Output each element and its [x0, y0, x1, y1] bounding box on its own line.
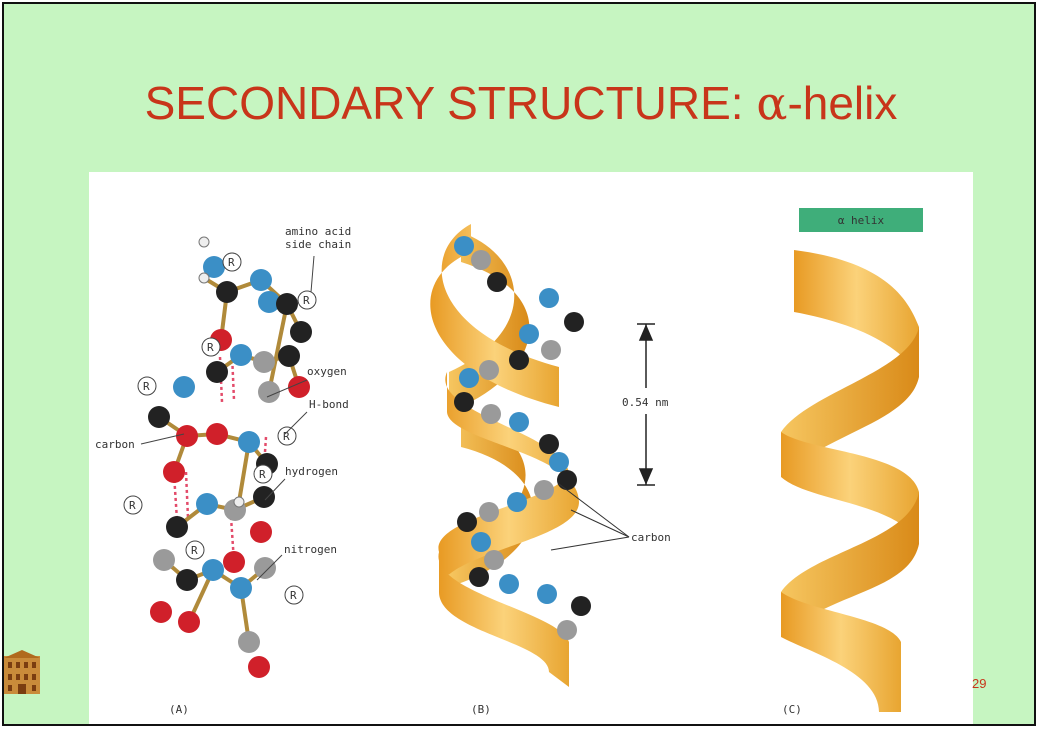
panel-c-ribbon: α helix (C) — [781, 208, 923, 716]
label-carbon-a: carbon — [95, 438, 135, 451]
panel-a-molecule: R R R R R R R R R — [95, 225, 351, 716]
atoms — [148, 236, 312, 678]
r-label: R — [129, 499, 136, 512]
title-main: SECONDARY STRUCTURE: — [144, 77, 757, 129]
page-number: 29 — [972, 676, 987, 691]
caption-a: (A) — [169, 703, 189, 716]
r-label: R — [143, 380, 150, 393]
c-ribbon-4 — [781, 492, 919, 637]
r-label: R — [283, 430, 290, 443]
label-oxygen: oxygen — [307, 365, 347, 378]
r-label: R — [191, 544, 198, 557]
label-side-chain: side chain — [285, 238, 351, 251]
alpha-helix-box — [799, 208, 923, 232]
c-ribbon-1 — [794, 250, 919, 377]
r-label: R — [207, 341, 214, 354]
alpha-helix-figure: R R R R R R R R R — [89, 172, 973, 724]
carbon-leaders — [550, 483, 630, 551]
pitch-marker — [637, 323, 655, 486]
c-ribbon-2 — [781, 327, 919, 477]
label-h-bond: H-bond — [309, 398, 349, 411]
slide-title: SECONDARY STRUCTURE: α-helix — [4, 76, 1034, 130]
panel-b-ribbon: 0.54 nm carbon (B) — [430, 224, 671, 716]
leader-lines — [140, 255, 315, 581]
caption-b: (B) — [471, 703, 491, 716]
label-hydrogen: hydrogen — [285, 465, 338, 478]
r-label: R — [259, 468, 266, 481]
ribbon-front-3 — [438, 552, 569, 687]
university-building-icon — [4, 650, 40, 694]
title-rest: -helix — [787, 77, 898, 129]
r-badges: R R R R R R R R R — [123, 252, 317, 605]
r-label: R — [228, 256, 235, 269]
label-carbon-b: carbon — [631, 531, 671, 544]
r-label: R — [303, 294, 310, 307]
label-amino-acid: amino acid — [285, 225, 351, 238]
label-nitrogen: nitrogen — [284, 543, 337, 556]
label-alpha-helix: α helix — [838, 214, 885, 227]
figure-svg: R R R R R R R R R — [95, 208, 923, 716]
c-ribbon-5 — [781, 592, 901, 712]
label-pitch: 0.54 nm — [622, 396, 669, 409]
title-alpha: α — [756, 76, 788, 130]
r-label: R — [290, 589, 297, 602]
caption-c: (C) — [782, 703, 802, 716]
c-ribbon-3 — [781, 432, 919, 544]
ribbon-atoms — [454, 236, 591, 640]
